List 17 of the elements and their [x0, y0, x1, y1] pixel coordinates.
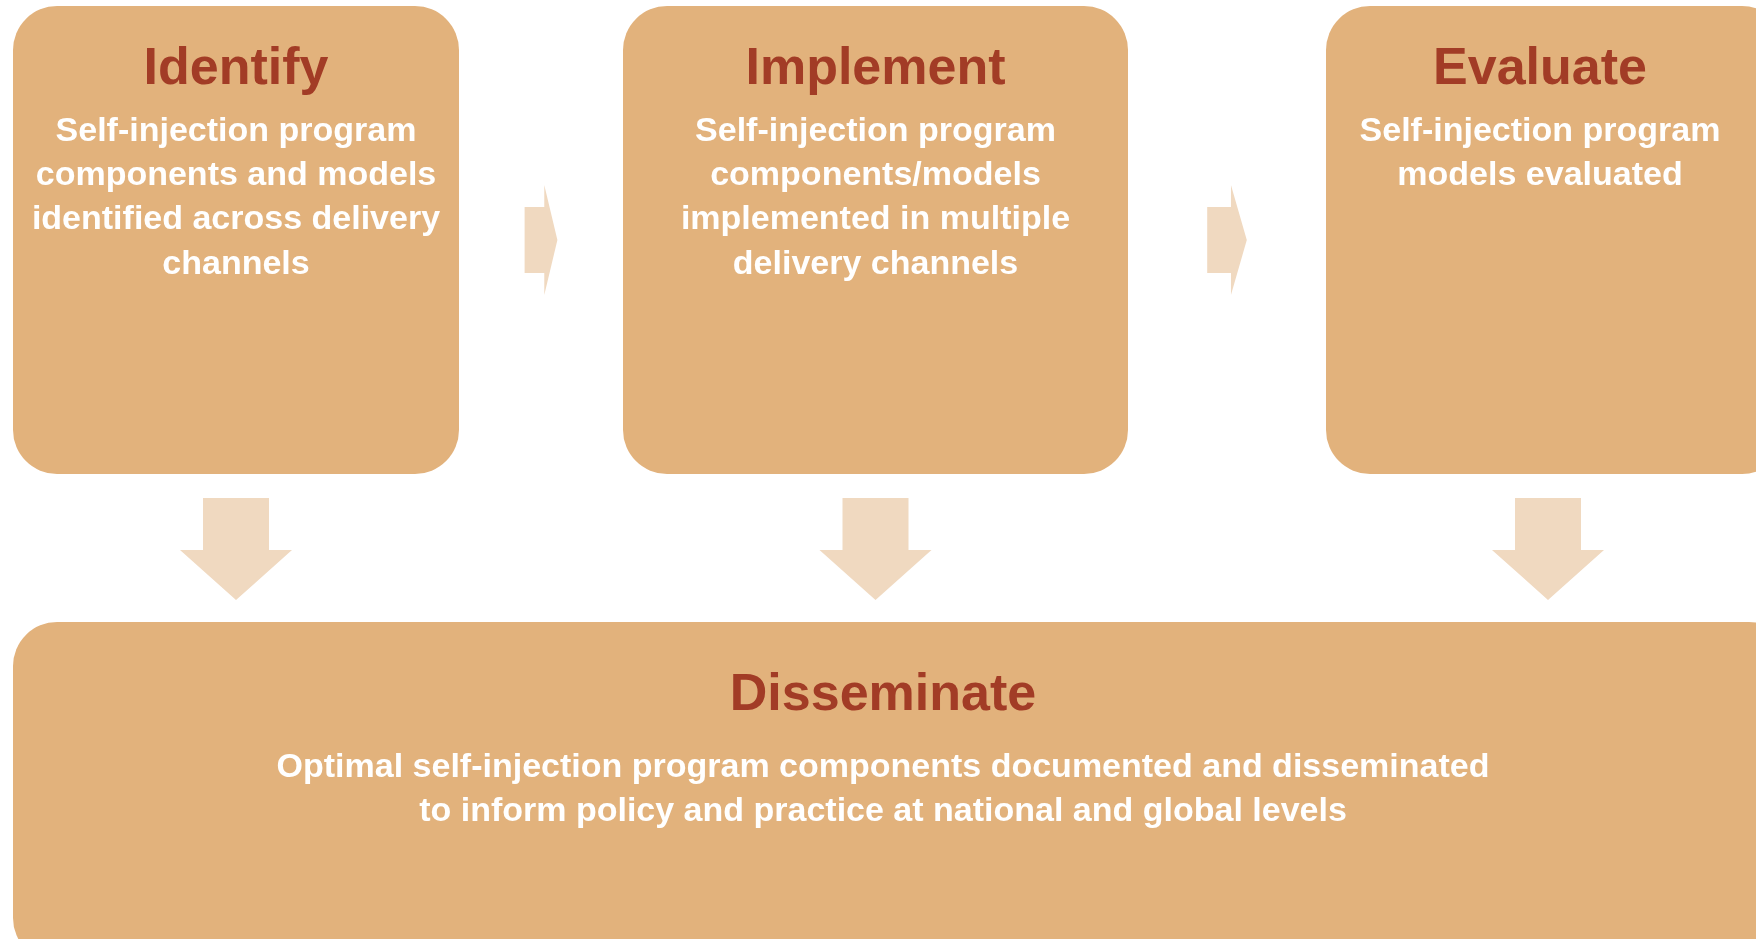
block-arrow	[1207, 185, 1247, 295]
block-arrow	[1492, 498, 1604, 600]
step-description: Self-injection program models evaluated	[1358, 109, 1722, 195]
step-description: Self-injection program components and models identified across delivery channels	[30, 109, 442, 283]
process-box	[13, 622, 1756, 939]
block-arrow	[180, 498, 292, 600]
step-description: Optimal self-injection program components documented and disseminated to inform policy and practice at national and global levels	[275, 745, 1491, 831]
step-title: Disseminate	[729, 662, 1037, 723]
process-box	[1326, 6, 1756, 474]
step-title: Implement	[745, 36, 1006, 97]
process-box	[13, 6, 459, 474]
block-arrow	[524, 185, 558, 295]
process-box	[623, 6, 1128, 474]
step-description: Self-injection program components/models implemented in multiple delivery channels	[679, 109, 1072, 283]
step-title: Identify	[143, 36, 329, 97]
step-title: Evaluate	[1433, 36, 1647, 97]
block-arrow	[819, 498, 932, 600]
